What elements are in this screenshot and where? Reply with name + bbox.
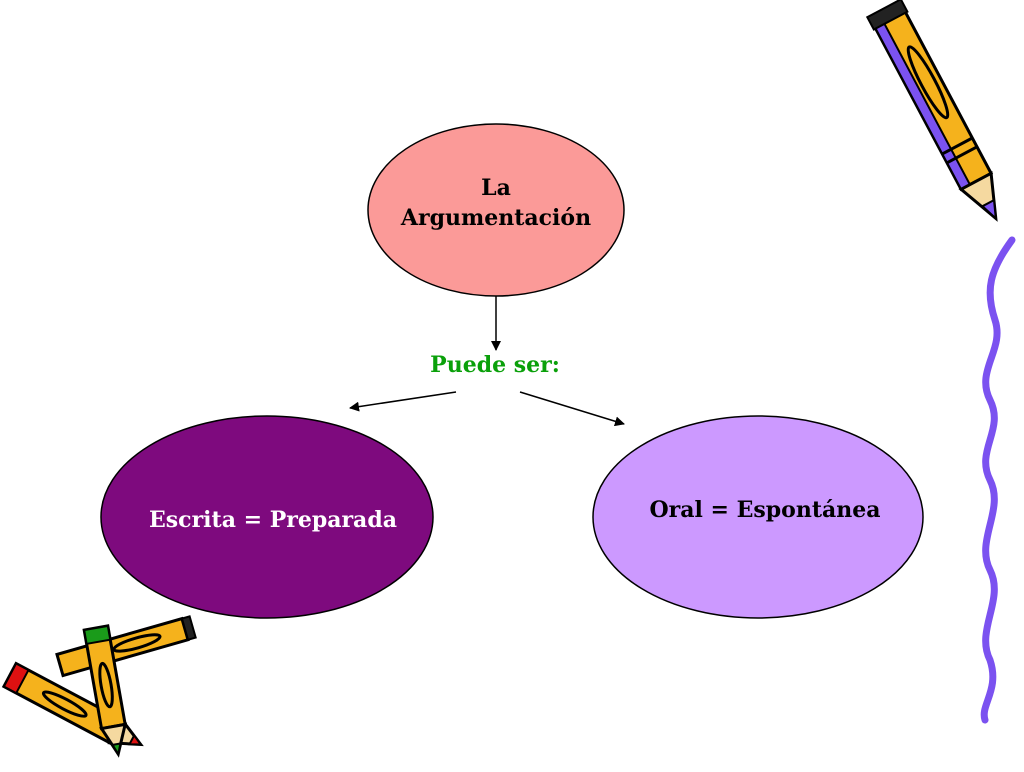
pencil-icon [865,0,998,222]
root-node-label-line2: Argumentación [400,205,592,231]
root-node-label-line1: La [481,175,511,201]
left-node-label: Escrita = Preparada [149,507,397,533]
wavy-line-decoration [980,236,1016,724]
root-node-label: La Argumentación [380,173,612,233]
connector-label: Puede ser: [430,352,560,378]
arrow-to-right-node [519,391,625,427]
left-node [100,415,434,619]
crossed-pencils-icon [1,615,197,758]
right-node [592,415,924,619]
arrow-to-left-node [349,391,457,412]
right-node-label: Oral = Espontánea [649,497,881,523]
